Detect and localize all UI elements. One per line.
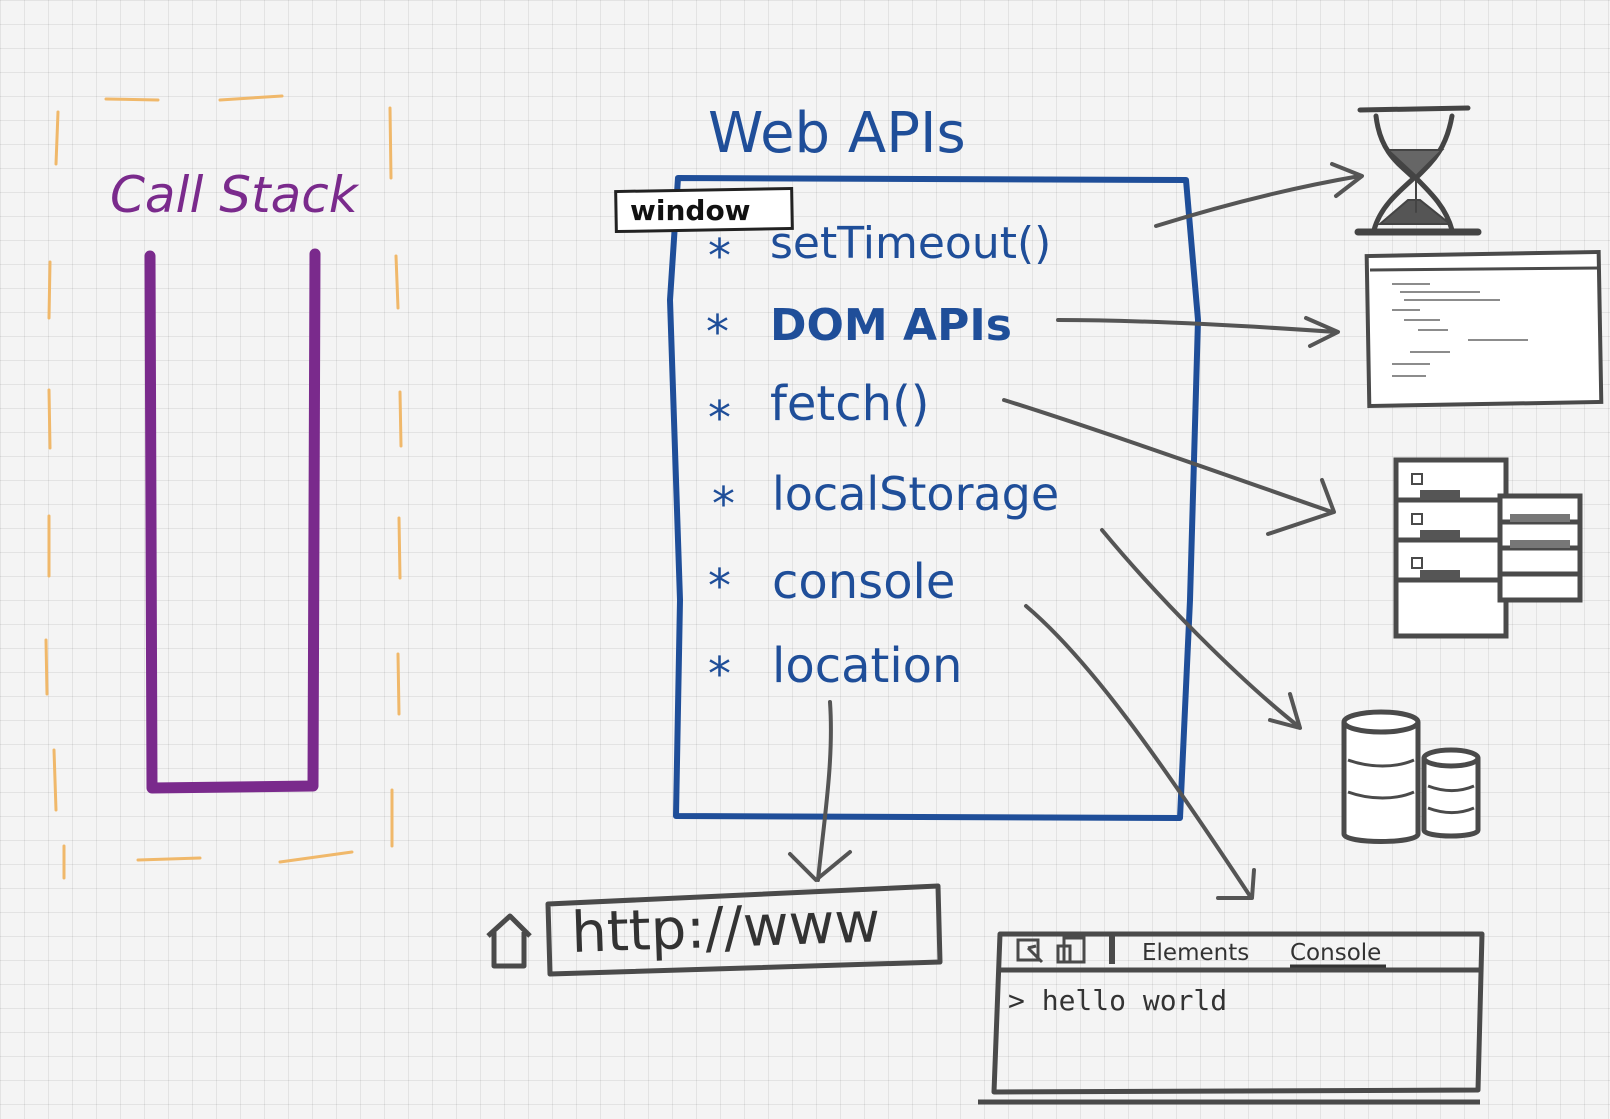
- web-api-label: console: [772, 554, 955, 610]
- arrowhead: [1266, 478, 1336, 536]
- web-api-item-dom-apis: * DOM APIs: [706, 300, 1012, 359]
- call-stack-title: Call Stack: [110, 166, 360, 224]
- bullet-star: *: [708, 391, 731, 445]
- web-api-item-settimeout: * setTimeout(): [708, 218, 1051, 283]
- devtools-console-panel: Elements Console > hello world: [978, 931, 1485, 1105]
- web-api-label: fetch(): [770, 376, 930, 432]
- call-stack-container: [144, 248, 321, 794]
- web-api-item-location: * location: [708, 638, 962, 701]
- arrow-localstorage-to-database: [1100, 528, 1300, 728]
- device-toolbar-icon: [1056, 936, 1086, 964]
- arrowhead: [1216, 868, 1256, 900]
- web-apis-box: [667, 175, 1201, 821]
- web-api-item-localstorage: * localStorage: [712, 467, 1059, 531]
- call-stack-group: Call Stack: [44, 94, 403, 880]
- web-api-label: setTimeout(): [770, 218, 1051, 269]
- arrows-group: [788, 162, 1364, 900]
- inspect-icon: [1016, 938, 1044, 964]
- code-editor-sketch: [1364, 249, 1604, 409]
- server-rack-sketch: [1393, 457, 1583, 639]
- database-sketch: [1341, 709, 1481, 844]
- arrowhead: [788, 850, 852, 882]
- url-field: [545, 883, 943, 977]
- bullet-star: *: [708, 647, 731, 701]
- web-api-label: DOM APIs: [770, 300, 1012, 351]
- arrow-console-to-devtools: [1024, 604, 1252, 898]
- web-apis-list: * setTimeout() * DOM APIs * fetch() * lo…: [706, 218, 1059, 701]
- window-tag: window: [614, 186, 794, 234]
- devtools-frame: [991, 931, 1485, 1095]
- web-api-item-fetch: * fetch(): [708, 376, 930, 445]
- bullet-star: *: [708, 229, 731, 283]
- arrow-fetch-to-server: [1002, 398, 1334, 514]
- arrowhead: [1304, 316, 1340, 348]
- tab-console: Console: [1290, 940, 1381, 966]
- web-apis-title: Web APIs: [708, 101, 966, 166]
- arrow-dom-to-editor: [1056, 318, 1338, 334]
- call-stack-dashed-frame: [44, 94, 403, 880]
- bullet-star: *: [706, 305, 729, 359]
- arrow-location-to-addressbar: [816, 700, 833, 882]
- web-apis-group: Web APIs window * setTimeout() * DOM API…: [614, 101, 1201, 821]
- web-api-item-console: * console: [708, 554, 955, 613]
- home-icon: [486, 913, 532, 969]
- arrowhead: [1268, 692, 1302, 730]
- url-text: http://www: [570, 890, 881, 966]
- console-output: > hello world: [1008, 984, 1227, 1017]
- tab-elements: Elements: [1142, 940, 1249, 966]
- address-bar: http://www: [486, 883, 943, 977]
- web-api-label: localStorage: [772, 467, 1059, 521]
- bullet-star: *: [708, 559, 731, 613]
- web-api-label: location: [772, 638, 962, 694]
- window-tag-label: window: [630, 194, 751, 227]
- arrowhead: [1330, 162, 1364, 198]
- arrow-settimeout-to-hourglass: [1154, 174, 1362, 228]
- hourglass-icon: [1354, 105, 1482, 236]
- bullet-star: *: [712, 477, 735, 531]
